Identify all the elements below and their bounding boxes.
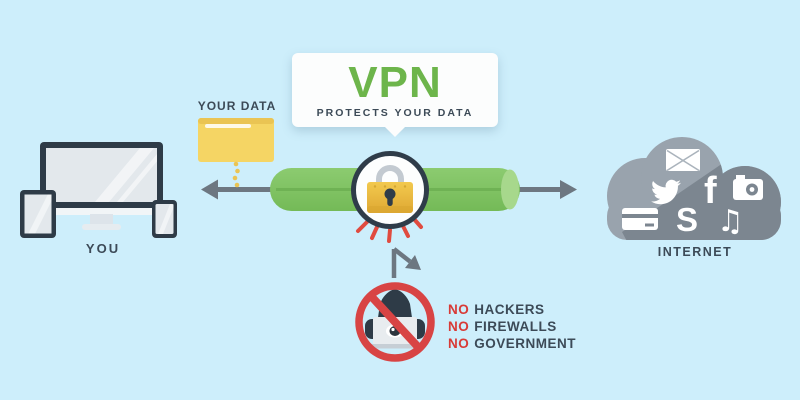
alert-rays-icon	[356, 217, 423, 243]
blocked-item-label: GOVERNMENT	[474, 336, 577, 351]
no-hacker-icon	[355, 282, 435, 362]
skype-icon: S	[676, 201, 698, 238]
blocked-item-label: FIREWALLS	[474, 319, 557, 334]
vpn-title: VPN	[348, 57, 442, 107]
vpn-banner: VPN PROTECTS YOUR DATA	[292, 53, 498, 137]
no-prefix: NO	[448, 336, 470, 351]
blocked-item-label: HACKERS	[474, 302, 545, 317]
blocked-row-hackers: NO HACKERS	[448, 301, 576, 318]
data-trail-dots	[232, 161, 240, 188]
arrow-to-internet	[512, 180, 577, 199]
you-label: YOU	[85, 241, 121, 256]
camera-icon	[733, 175, 763, 200]
blocked-row-firewalls: NO FIREWALLS	[448, 318, 576, 335]
cloud-icon: f S ♫	[607, 137, 781, 240]
blocked-list: NO HACKERS NO FIREWALLS NO GOVERNMENT	[448, 301, 576, 352]
music-icon: ♫	[717, 204, 744, 239]
padlock-icon	[351, 151, 429, 229]
no-prefix: NO	[448, 302, 470, 317]
deflected-arrow-icon	[391, 247, 421, 278]
phone-icon	[152, 200, 177, 238]
no-prefix: NO	[448, 319, 470, 334]
facebook-icon: f	[704, 170, 717, 212]
arrow-to-you	[201, 179, 280, 200]
email-icon	[666, 149, 700, 172]
monitor-icon	[40, 142, 163, 230]
tablet-icon	[20, 190, 56, 238]
credit-card-icon	[622, 208, 658, 230]
folder-icon	[198, 118, 274, 162]
internet-label: INTERNET	[657, 245, 733, 259]
twitter-icon	[651, 179, 681, 205]
vpn-subtitle: PROTECTS YOUR DATA	[316, 106, 474, 119]
your-data-label: YOUR DATA	[197, 99, 277, 113]
blocked-row-government: NO GOVERNMENT	[448, 335, 576, 352]
